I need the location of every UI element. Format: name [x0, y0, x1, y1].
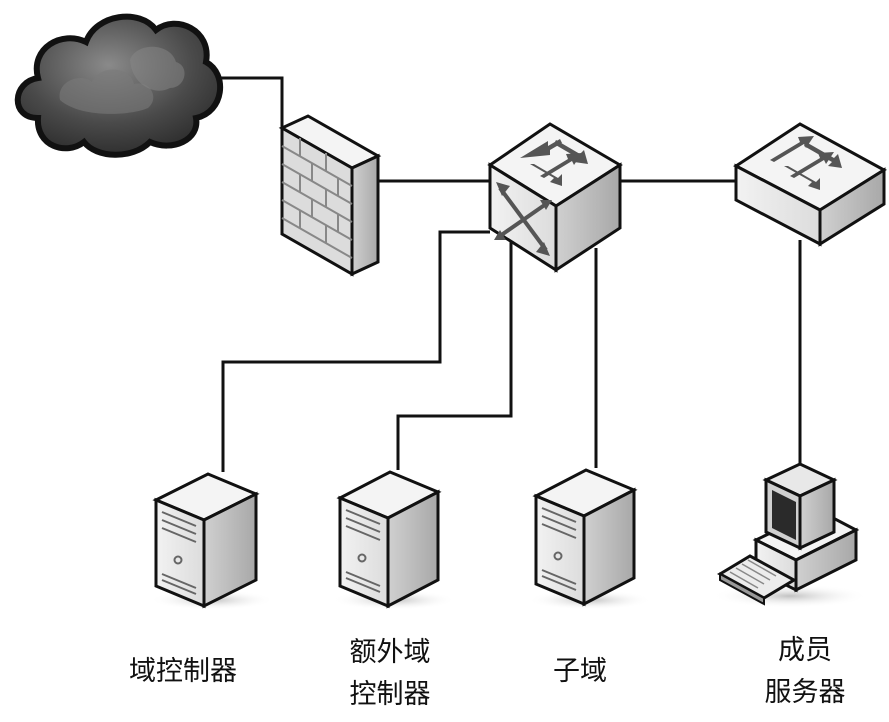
label-extra-domain-controller-line2: 控制器: [349, 679, 431, 710]
server-child-domain: [528, 468, 652, 610]
cloud-icon: [14, 13, 224, 158]
server-extra-domain-controller: [332, 470, 456, 610]
connections: [205, 76, 802, 472]
switch-icon: [733, 122, 887, 247]
label-extra-domain-controller-line1: 额外域: [349, 637, 431, 668]
link-cloud-firewall: [205, 76, 284, 128]
link-core-extra-dc: [396, 240, 513, 470]
label-domain-controller: 域控制器: [129, 656, 237, 687]
label-child-domain: 子域: [553, 656, 607, 687]
link-core-domain-controller: [221, 230, 490, 472]
workstation-icon: [712, 462, 868, 608]
label-member-server-line1: 成员: [778, 635, 832, 666]
label-member-server-line2: 服务器: [764, 677, 846, 708]
server-domain-controller: [150, 472, 274, 610]
firewall-icon: [278, 114, 382, 277]
layer3-switch-icon: [487, 122, 623, 273]
